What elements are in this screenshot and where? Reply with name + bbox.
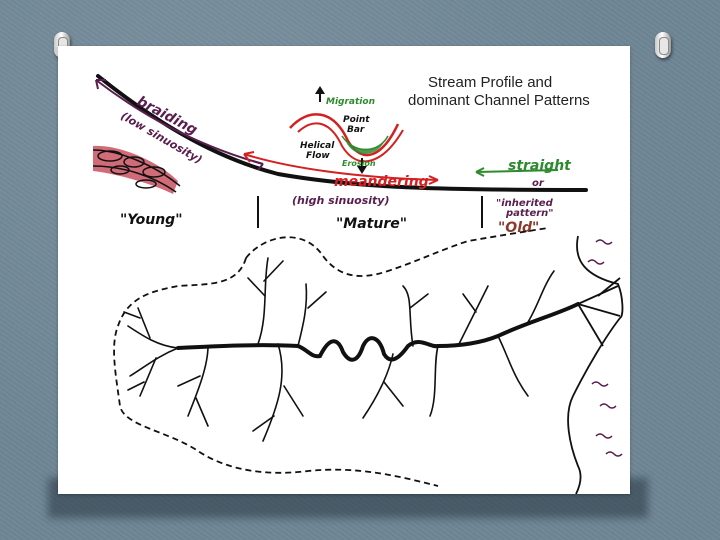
migration-label: Migration — [326, 97, 375, 107]
stage-dividers — [257, 196, 483, 228]
stage-mature-label: "Mature" — [336, 216, 407, 232]
point-bar-label-2: Bar — [347, 125, 365, 135]
diagram-slide: Stream Profile and dominant Channel Patt… — [58, 46, 630, 494]
erosion-label: Erosion — [342, 159, 376, 168]
stage-old-label: "Old" — [498, 220, 539, 236]
straight-label: straight — [508, 158, 572, 174]
tributaries — [123, 257, 555, 442]
or-label: or — [532, 178, 545, 189]
braiding-arrow — [95, 79, 264, 171]
stream-diagram: braiding (low sinuosity) meandering (hig… — [92, 74, 624, 494]
title-line-1: Stream Profile and — [428, 74, 553, 91]
straight-arrow — [475, 167, 559, 177]
water-waves — [587, 239, 623, 457]
diagram-title: Stream Profile and dominant Channel Patt… — [408, 74, 623, 110]
pattern-label: pattern" — [505, 208, 554, 219]
helical-label: Helical — [300, 141, 335, 151]
flow-label: Flow — [306, 151, 330, 161]
high-sinuosity-label: (high sinuosity) — [292, 194, 389, 207]
main-river — [176, 302, 580, 362]
inherited-label: "inherited — [496, 198, 554, 209]
pushpin-right-icon — [655, 32, 671, 58]
point-bar-label: Point — [343, 115, 370, 125]
stream-profile-curve — [96, 74, 588, 192]
meandering-label: meandering — [334, 174, 429, 190]
stage-young-label: "Young" — [120, 212, 183, 228]
drainage-basin-boundary — [113, 227, 549, 487]
meandering-arrow — [243, 151, 439, 185]
braided-channel-sketch — [92, 145, 181, 194]
meander-bend-sketch — [289, 86, 404, 174]
title-line-2: dominant Channel Patterns — [408, 92, 590, 109]
delta-coast — [567, 235, 624, 494]
